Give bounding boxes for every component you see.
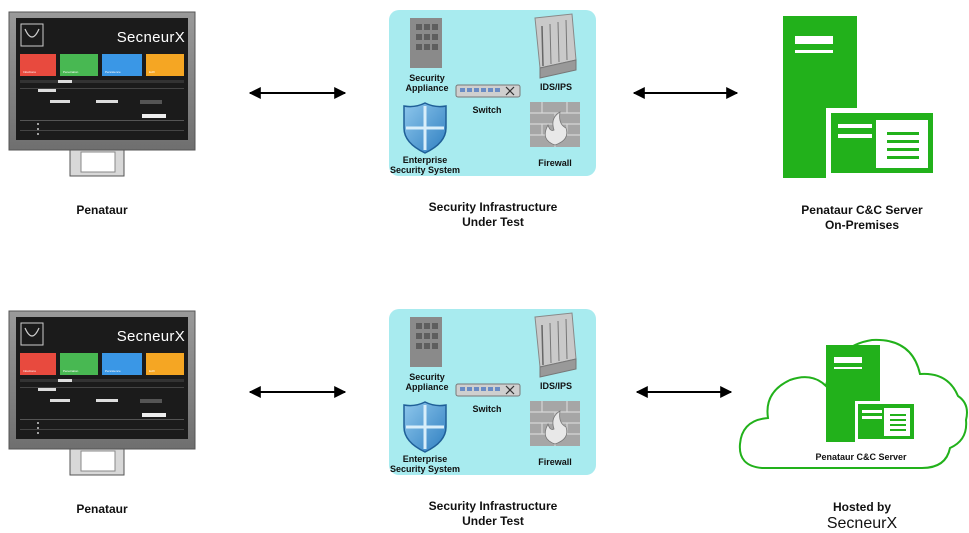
infra-caption: Security Infrastructure Under Test [393,200,593,230]
ids-ips-label: IDS/IPS [540,381,572,391]
switch-label: Switch [472,404,501,414]
infra-box-2: Security Appliance IDS/IPS Switch Enterp… [389,309,596,475]
pc-brand-text: SecneurX [117,29,185,46]
hosted-brand-logo: SecneurX [826,515,898,532]
security-appliance-icon [410,317,442,367]
hosted-by-text: Hosted by [832,500,891,514]
app-logo-icon [20,322,44,346]
tile-label: Penetration [63,369,79,373]
security-appliance-icon [410,18,442,68]
ids-ips-icon [534,312,577,378]
penataur-caption: Penataur [76,203,128,217]
firewall-icon [530,102,580,147]
infra-caption-line: Under Test [462,514,524,528]
tile-exfil [146,353,184,375]
pc-brand-text: SecneurX [117,328,185,345]
penataur-caption: Penataur [76,502,128,516]
tile-penetration [60,54,98,76]
infra-caption-line: Under Test [462,215,524,229]
shield-icon [403,401,447,453]
infra-box-1: Security Appliance IDS/IPS Switch Enterp… [389,10,596,176]
ess-label: Enterprise [403,155,448,165]
server-caption: Penataur C&C Server On-Premises [762,203,962,233]
shield-icon [403,102,447,154]
infra-caption-line: Security Infrastructure [428,200,558,214]
ess-label: Enterprise [403,454,448,464]
infra-caption: Security Infrastructure Under Test [393,499,593,529]
penataur-monitor-2: SecneurX Infections Penetration Persiste… [8,310,196,476]
server-caption-line: On-Premises [824,218,900,232]
security-appliance-label: Security [409,73,445,83]
firewall-label: Firewall [538,158,572,168]
ids-ips-label: IDS/IPS [540,82,572,92]
tile-label: Persistence [105,369,121,373]
infra-caption-line: Security Infrastructure [428,499,558,513]
firewall-label: Firewall [538,457,572,467]
server-on-premises-icon [783,16,938,178]
tile-exfil [146,54,184,76]
app-logo-icon [20,23,44,47]
cloud-server-icon [826,345,917,442]
ess-label: Security System [390,165,460,175]
penataur-monitor-1: SecneurX Infections Penetration Persiste… [8,11,196,177]
tile-persistence [102,54,142,76]
firewall-icon [530,401,580,446]
tile-label: Exfil [149,369,155,373]
tile-infections [20,54,56,76]
switch-icon [455,383,521,397]
switch-label: Switch [472,105,501,115]
security-appliance-label: Security [409,372,445,382]
server-caption-line: Penataur C&C Server [801,203,923,217]
tile-penetration [60,353,98,375]
tile-label: Infections [23,369,36,373]
hosted-by-caption: Hosted by SecneurX [782,500,942,533]
switch-icon [455,84,521,98]
tile-label: Penetration [63,70,79,74]
ess-label: Security System [390,464,460,474]
tile-label: Exfil [149,70,155,74]
security-appliance-label: Appliance [405,382,448,392]
tile-persistence [102,353,142,375]
cloud-server-label: Penataur C&C Server [815,452,907,462]
security-appliance-label: Appliance [405,83,448,93]
tile-label: Infections [23,70,36,74]
ids-ips-icon [534,13,577,79]
tile-infections [20,353,56,375]
tile-label: Persistence [105,70,121,74]
